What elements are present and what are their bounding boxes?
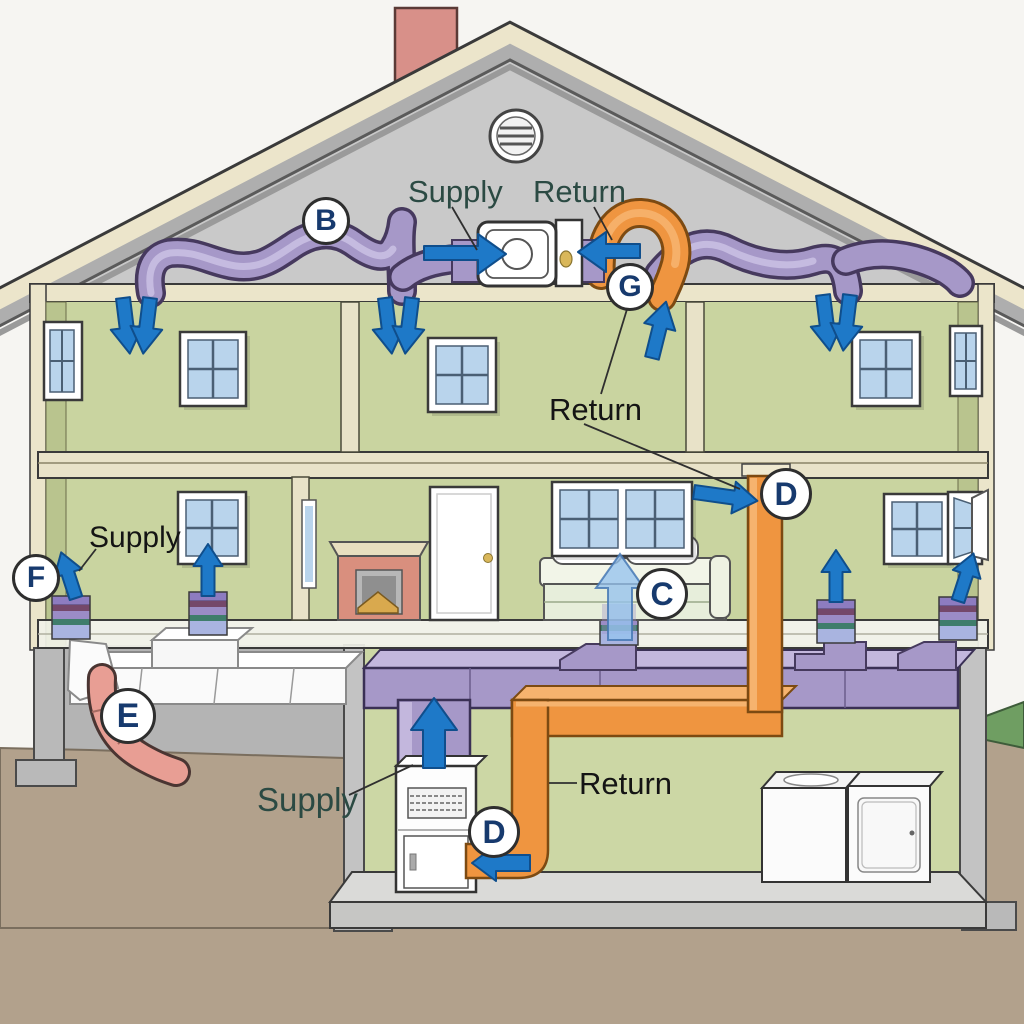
side-window-open [946, 488, 989, 566]
attic-supply-label: Supply [408, 174, 503, 209]
return-duct-basement [464, 685, 799, 880]
basement-supply-label: Supply [257, 781, 358, 818]
windows [42, 320, 989, 568]
badge-c: C [636, 568, 688, 620]
supply-register [816, 599, 856, 644]
badge-f: F [12, 554, 60, 602]
window [178, 330, 250, 410]
return-arrow [577, 231, 641, 273]
airflow-arrows [53, 231, 982, 882]
side-window [948, 324, 984, 398]
partition-walls [291, 301, 705, 621]
window-double [550, 480, 696, 560]
badge-g: G [606, 263, 654, 311]
badge-d-basement: D [468, 806, 520, 858]
window [850, 330, 924, 410]
crawlspace-insulated-ducts [66, 627, 365, 705]
side-window [42, 320, 84, 402]
furnace-supply-arrow [410, 697, 458, 769]
basement-return-label: Return [579, 766, 673, 801]
window [426, 336, 500, 416]
badge-b: B [302, 197, 350, 245]
return-into-wall-arrow [692, 480, 759, 515]
dryer [845, 771, 945, 883]
door-knob [483, 553, 493, 563]
badge-e: E [100, 688, 156, 744]
fire-logs [357, 591, 399, 614]
washer [759, 771, 863, 883]
first-floor-supply-label: Supply [89, 521, 181, 554]
foundation [15, 644, 1017, 932]
supply-register [51, 595, 91, 640]
supply-register [188, 591, 228, 636]
gable-vent-icon [488, 108, 544, 164]
ground [0, 700, 1024, 1024]
attic-return-label: Return [533, 174, 627, 209]
badge-d-first-floor: D [760, 468, 812, 520]
fireplace [328, 541, 430, 621]
bedroom-supply-arrow [594, 552, 646, 641]
leader-lines [78, 206, 741, 796]
furnace [393, 755, 489, 894]
return-up-arrow [643, 300, 677, 361]
window [882, 492, 954, 568]
supply-register [938, 596, 978, 641]
supply-arrow [423, 233, 507, 275]
air-handler [451, 218, 605, 288]
upper-return-label: Return [549, 392, 643, 427]
door [428, 485, 500, 622]
